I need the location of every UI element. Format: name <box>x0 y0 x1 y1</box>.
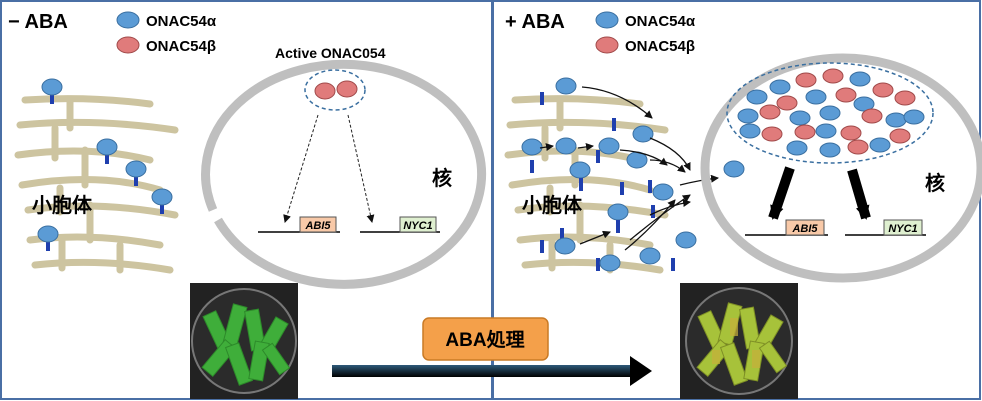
right-abi5-box <box>785 219 825 236</box>
left-nucleus-label: 核 <box>432 166 452 190</box>
er-structure <box>14 95 179 274</box>
right-nyc1-box <box>883 219 923 236</box>
legend-alpha-symbol-right <box>595 11 619 29</box>
right-abi5-label: ABI5 <box>791 223 818 235</box>
legend-beta-label: ONAC54β <box>146 38 216 55</box>
left-er-label: 小胞体 <box>32 193 93 217</box>
left-abi5-box <box>299 216 337 233</box>
tm-anchors-right <box>530 92 675 271</box>
left-abi5-label: ABI5 <box>304 220 331 232</box>
legend-beta-symbol <box>116 36 140 54</box>
left-nucleus <box>201 59 486 289</box>
released-proteins <box>521 77 745 272</box>
legend-alpha-symbol <box>116 11 140 29</box>
right-panel: + ABA ONAC54α ONAC54β <box>504 11 982 399</box>
treatment-label: ABA処理 <box>445 328 524 351</box>
legend-beta-symbol-right <box>595 36 619 54</box>
treatment-arrow <box>332 356 652 386</box>
legend-alpha-label-right: ONAC54α <box>625 13 696 30</box>
translocation-arrows <box>539 86 719 251</box>
right-er-label: 小胞体 <box>522 193 583 217</box>
active-dimer-region <box>304 69 366 111</box>
left-condition-label: − ABA <box>8 11 68 33</box>
right-condition-label: + ABA <box>505 11 565 33</box>
legend-beta-label-right: ONAC54β <box>625 38 695 55</box>
legend-alpha-label: ONAC54α <box>146 13 217 30</box>
left-nyc1-box <box>399 216 437 233</box>
treatment-label-box: ABA処理 <box>422 317 549 361</box>
left-panel: − ABA ONAC54α ONAC54β <box>8 11 486 399</box>
left-active-label: Active ONAC054 <box>275 45 386 61</box>
nuclear-proteins <box>737 68 925 158</box>
er-structure-right <box>504 95 669 274</box>
right-nyc1-label: NYC1 <box>888 223 917 235</box>
nuclear-protein-pool <box>726 62 934 164</box>
right-plate-photo <box>680 283 798 399</box>
left-plate-photo <box>190 283 298 399</box>
right-nucleus <box>700 53 982 283</box>
right-nucleus-label: 核 <box>925 171 945 195</box>
er-bound-proteins <box>37 78 173 251</box>
left-nyc1-label: NYC1 <box>403 220 432 232</box>
